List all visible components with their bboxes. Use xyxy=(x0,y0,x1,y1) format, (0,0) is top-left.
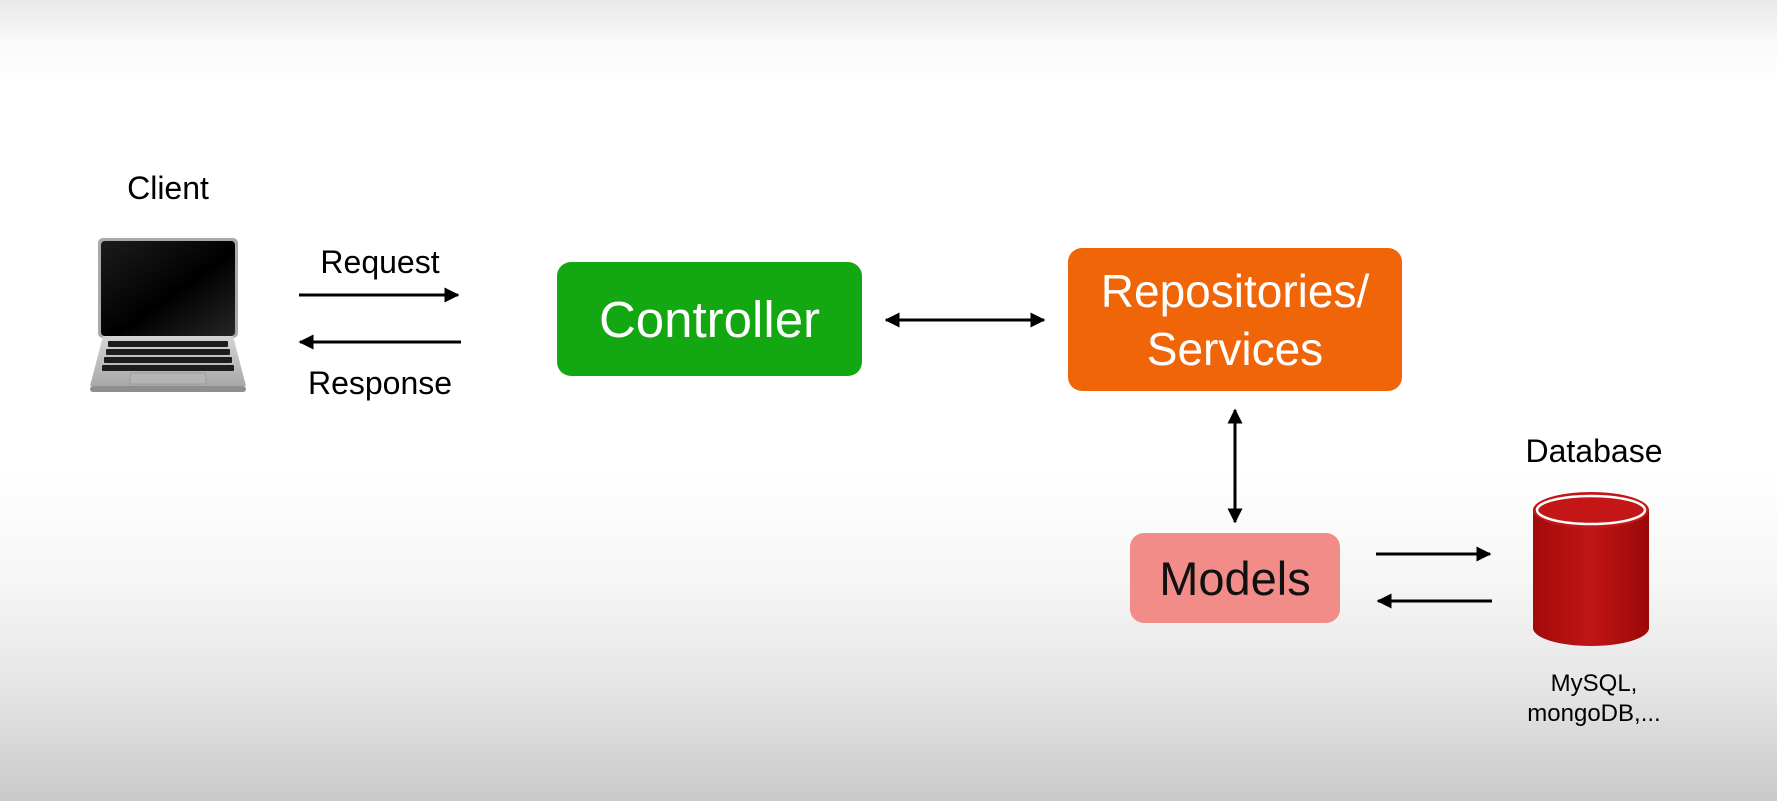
repositories-label-line1: Repositories/ xyxy=(1100,264,1370,317)
controller-node: Controller xyxy=(557,262,862,376)
database-examples-line2: mongoDB,... xyxy=(1527,700,1661,727)
response-label: Response xyxy=(307,365,453,401)
database-label: Database xyxy=(1525,433,1663,469)
models-label: Models xyxy=(1159,551,1311,605)
repositories-label-line2: Services xyxy=(1146,322,1324,375)
database-examples-line1: MySQL, xyxy=(1550,670,1638,697)
database-cylinder-icon xyxy=(1533,492,1649,646)
controller-label: Controller xyxy=(598,290,821,348)
request-label: Request xyxy=(320,244,440,280)
laptop-icon xyxy=(90,238,246,392)
repositories-services-node: Repositories/ Services xyxy=(1068,248,1402,391)
models-node: Models xyxy=(1130,533,1340,623)
client-label: Client xyxy=(127,170,209,206)
